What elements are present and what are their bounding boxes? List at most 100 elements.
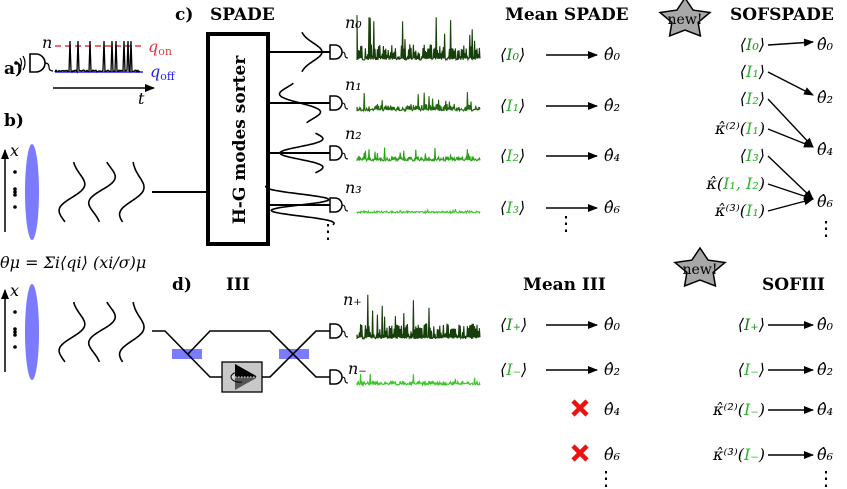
lens (25, 144, 39, 240)
detector-0 (329, 44, 349, 60)
count-trace-2 (356, 147, 481, 163)
count-trace-1 (356, 91, 481, 113)
sof-input: κ̂⁽²⁾(I₁) (714, 119, 765, 138)
unavailable-cross-icon (571, 444, 589, 462)
count-label-3: n₃ (345, 178, 362, 197)
svg-text:new!: new! (668, 12, 703, 28)
point-source (13, 170, 17, 174)
sof-input: κ̂⁽²⁾(I₋) (712, 400, 765, 419)
point-source (13, 327, 17, 331)
theta-estimate: θ̂₀ (817, 35, 834, 54)
point-source (13, 330, 17, 334)
detector-2 (329, 145, 349, 161)
more-modes-dots: ⋮ (318, 219, 338, 243)
source-field: x (0, 141, 145, 240)
count-trace-3 (356, 208, 481, 215)
theta-estimate: θ̂₂ (817, 88, 833, 107)
image-inversion-element (221, 361, 263, 393)
count-label: n₊ (343, 290, 362, 309)
count-label-0: n₀ (345, 13, 362, 32)
theta-estimate: θ̂₄ (604, 400, 620, 419)
theta-estimate: θ̂₆ (817, 192, 834, 211)
detector-3 (329, 197, 349, 213)
moment-formula: θμ = Σi⟨qi⟩ (xi/σ)μ (0, 253, 146, 272)
mean-iii-title: Mean III (523, 275, 606, 295)
sof-input: κ̂⁽³⁾(I₋) (712, 445, 765, 464)
theta-estimate: θ̂₀ (604, 315, 621, 334)
mean-iii-dots: ⋮ (596, 466, 616, 489)
arrow (767, 71, 814, 96)
theta-estimate: θ̂₆ (604, 198, 621, 217)
arrow (767, 155, 814, 200)
theta-estimate: θ̂₄ (817, 400, 833, 419)
theta-estimate: θ̂₆ (604, 445, 621, 464)
photon-count-trace (54, 40, 141, 74)
sof-input: κ̂(I₁, I₂) (705, 174, 765, 193)
point-source (13, 345, 17, 349)
sof-input: ⟨I₊⟩ (738, 315, 765, 334)
mean-intensity: ⟨I₃⟩ (500, 198, 525, 217)
mean-spade-title: Mean SPADE (505, 5, 629, 25)
point-source (13, 205, 17, 209)
sorter-label: H-G modes sorter (230, 55, 250, 225)
theta-estimate: θ̂₆ (817, 445, 834, 464)
sof-input: ⟨I₀⟩ (740, 35, 765, 54)
lens (25, 284, 39, 380)
theta-estimate: θ̂₀ (604, 45, 621, 64)
new-badge-star: new! (673, 246, 727, 288)
point-source (13, 310, 17, 314)
mean-intensity: ⟨I₁⟩ (500, 96, 525, 115)
sof-input: ⟨I₃⟩ (740, 146, 765, 165)
hg-mode-sorter (206, 32, 270, 246)
sof-input: ⟨I₁⟩ (740, 62, 765, 81)
theta-estimate: θ̂₄ (817, 140, 833, 159)
arrow (767, 128, 814, 148)
panel-a-label: a) (4, 59, 23, 79)
unavailable-cross-icon (571, 399, 589, 417)
theta-estimate: θ̂₄ (604, 146, 620, 165)
sofiii-title: SOFIII (762, 275, 825, 295)
field-profile (58, 301, 86, 363)
theta-estimate: θ̂₂ (604, 360, 620, 379)
count-trace-minus (356, 373, 481, 388)
hg-mode-2 (279, 132, 324, 174)
mean-intensity: ⟨I₋⟩ (500, 360, 527, 379)
panel-d-label: d) (172, 275, 192, 295)
field-profile (118, 301, 145, 363)
arrow (767, 183, 814, 200)
svg-text:new!: new! (683, 262, 718, 278)
field-profile (58, 161, 86, 223)
sof-input: κ̂⁽³⁾(I₁) (714, 201, 765, 220)
t-label: t (138, 89, 145, 108)
interferometer (152, 330, 330, 393)
n-label: n (42, 33, 52, 52)
count-label-1: n₁ (345, 75, 362, 94)
hg-mode-1 (278, 82, 322, 124)
point-source (13, 193, 17, 197)
field-profile (118, 161, 145, 223)
detector-1 (329, 95, 349, 111)
sofiii-dots: ⋮ (816, 466, 836, 489)
mean-intensity: ⟨I₊⟩ (500, 315, 527, 334)
mean-intensity: ⟨I₀⟩ (500, 45, 525, 64)
detector-icon (14, 53, 54, 73)
count-label-2: n₂ (345, 124, 362, 143)
point-source (13, 187, 17, 191)
count-label: n₋ (348, 359, 367, 378)
q-on-label: qon (148, 37, 172, 58)
q-off-label: qoff (150, 62, 176, 83)
field-profile (87, 161, 117, 223)
source-field: x (0, 281, 145, 380)
count-trace-0 (356, 15, 481, 62)
arrow (767, 197, 814, 212)
count-trace-plus (356, 294, 481, 340)
x-label: x (10, 281, 19, 300)
new-badge-star: new! (658, 0, 712, 38)
x-label: x (10, 141, 19, 160)
sofspade-dots: ⋮ (816, 216, 836, 240)
detector-minus (329, 369, 349, 385)
theta-estimate: θ̂₂ (604, 96, 620, 115)
sofspade-title: SOFSPADE (730, 5, 834, 25)
mean-spade-dots: ⋮ (556, 211, 576, 235)
